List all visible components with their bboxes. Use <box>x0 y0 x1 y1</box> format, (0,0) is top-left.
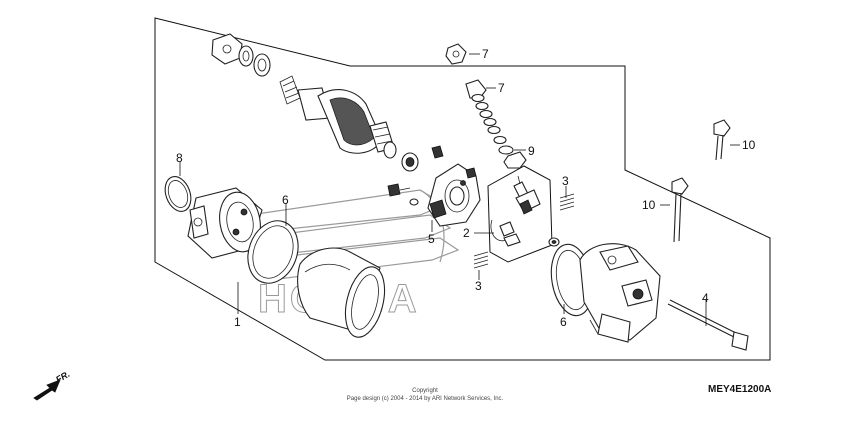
callout-7-mid: 7 <box>498 81 505 95</box>
small-washer <box>548 237 560 247</box>
armature <box>279 75 397 159</box>
bolt-10-lower <box>671 177 689 243</box>
callout-9: 9 <box>528 144 535 158</box>
copyright-title: Copyright <box>412 388 438 394</box>
yoke-housing <box>297 247 386 338</box>
armature-washer-set <box>211 33 271 77</box>
callout-7-top: 7 <box>482 47 489 61</box>
leader-lines <box>179 53 740 326</box>
callout-6-right: 6 <box>560 315 567 329</box>
callout-2: 2 <box>463 226 470 240</box>
callout-3-right: 3 <box>562 174 569 188</box>
nut-7-top <box>445 43 467 65</box>
brush-holder <box>427 163 481 227</box>
armature-washers <box>401 145 444 172</box>
front-direction-label: FR. <box>54 369 72 385</box>
through-bolt <box>667 299 749 351</box>
bolt-10-upper <box>713 119 731 161</box>
callout-6-left: 6 <box>282 193 289 207</box>
front-direction-arrow: FR. <box>33 369 72 401</box>
brush-holder-frame <box>487 165 553 263</box>
callout-4: 4 <box>702 291 709 305</box>
callout-8: 8 <box>176 151 183 165</box>
rear-cover <box>579 243 661 343</box>
spring-3-right <box>559 193 575 211</box>
diagram-code: MEY4E1200A <box>708 384 771 395</box>
spring-3-lower <box>473 251 489 269</box>
assembly-frame <box>154 17 771 361</box>
o-ring-8 <box>164 176 192 212</box>
brush-terminal <box>513 175 541 215</box>
washer-stack <box>465 79 527 169</box>
callout-10-upper: 10 <box>742 138 756 152</box>
callout-5: 5 <box>428 232 435 246</box>
front-cover <box>187 187 263 259</box>
callout-10-lower: 10 <box>642 198 656 212</box>
gasket-6-left <box>247 220 299 284</box>
brush-2 <box>490 219 521 247</box>
callout-3-lower: 3 <box>475 279 482 293</box>
callout-1: 1 <box>234 315 241 329</box>
brush-holder-screws <box>387 183 419 206</box>
copyright-notice: Page design (c) 2004 - 2014 by ARI Netwo… <box>347 396 504 402</box>
